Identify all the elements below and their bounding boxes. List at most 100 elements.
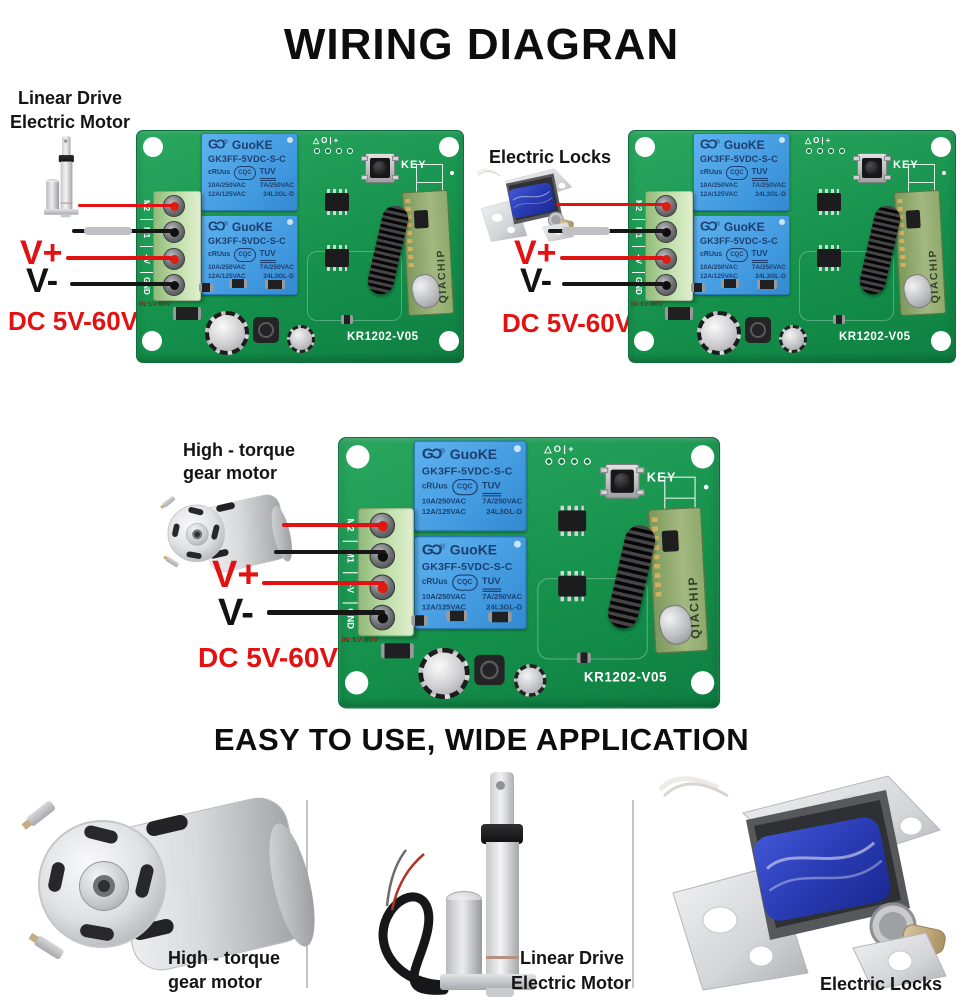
wire-sleeve (84, 227, 132, 235)
mounting-hole (634, 331, 654, 351)
lock-graphic (476, 168, 575, 242)
smd-part (199, 283, 213, 292)
mounting-hole (931, 331, 951, 351)
key-label: KEY (401, 159, 427, 171)
linear-actuator-image (8, 132, 116, 218)
soic8-chip (325, 245, 349, 271)
electric-lock-image (476, 166, 576, 243)
gold-pads (405, 198, 414, 272)
relay-model: GK3FF-5VDC-S-C (208, 153, 286, 164)
motor-hub (79, 861, 129, 911)
smd-part (411, 615, 428, 626)
wire-vplus (66, 256, 172, 260)
silkscreen-trace (537, 577, 648, 660)
motor-terminal-tab (165, 556, 180, 568)
wire-motor-red (282, 523, 386, 527)
mounting-hole (635, 137, 655, 157)
mounting-hole (690, 445, 715, 469)
relay-indicator-dot (513, 445, 521, 453)
unit2-vminus-label: V- (520, 262, 553, 300)
mounting-hole (690, 671, 715, 695)
terminal-screw-gnd (369, 604, 396, 631)
silkscreen-trace (799, 251, 894, 321)
input-voltage-silkscreen: IN:5V-60V (631, 301, 663, 308)
input-voltage-silkscreen: IN:5V-60V (139, 301, 171, 308)
mounting-hole (143, 137, 163, 157)
smd-part (488, 611, 512, 623)
unit2-device-label-line1: Electric Locks (488, 147, 612, 167)
soic8-chip (817, 189, 841, 215)
soic8-chip (558, 570, 587, 602)
antenna-coil (605, 522, 659, 632)
mounting-hole (346, 445, 370, 469)
unit3-device-label-line2: gear motor (183, 463, 278, 483)
wire-vminus (267, 610, 385, 615)
motor-shaft (98, 880, 110, 892)
linear-actuator-photo (340, 760, 640, 998)
small-capacitor (779, 325, 807, 353)
electrolytic-capacitor (418, 647, 470, 700)
unit1-device-label-line2: Electric Motor (9, 112, 131, 132)
terminal-screw-m1 (369, 543, 396, 569)
key-label: KEY (893, 159, 919, 171)
unit1-vplus-label: V+ (20, 234, 63, 272)
unit1-supply-label: DC 5V-60V (8, 306, 139, 336)
wire-vplus (560, 256, 664, 260)
actuator-motor (446, 900, 482, 982)
mounting-hole (142, 331, 162, 351)
actuator-cable (378, 849, 465, 995)
actuator-body (486, 842, 519, 974)
smd-part (446, 610, 468, 622)
unit1-device-label-line1: Linear Drive (17, 88, 123, 108)
relay-model: GK3FF-5VDC-S-C (421, 464, 513, 477)
terminal-screw-m2 (655, 195, 677, 217)
mounting-hole (931, 137, 951, 157)
relay-indicator-dot (287, 137, 293, 143)
unit3-vminus-label: V- (218, 592, 254, 634)
wire-vplus (262, 581, 385, 585)
smd-part (265, 280, 285, 289)
led-pads (806, 148, 845, 154)
wire-vminus (70, 282, 172, 286)
smd-part (721, 279, 739, 288)
actuator-rod-hole (496, 781, 505, 790)
silkscreen-dot (942, 171, 946, 175)
unit2-vplus-label: V+ (514, 234, 557, 272)
led-pads (314, 148, 353, 154)
soic8-chip (558, 505, 587, 537)
electrolytic-capacitor (205, 311, 249, 355)
lock-graphic (658, 775, 947, 991)
inductor (745, 317, 771, 343)
actuator-motor (46, 182, 60, 212)
relay-model: GK3FF-5VDC-S-C (208, 235, 286, 246)
relay-model: GK3FF-5VDC-S-C (700, 235, 778, 246)
inductor (474, 654, 505, 686)
page-title: WIRING DIAGRAN (283, 20, 680, 69)
motor-face (167, 504, 226, 563)
actuator-ring (60, 202, 73, 204)
smd-diode (173, 307, 201, 320)
relay-brand-row: GϽ®GuoKE (421, 444, 498, 463)
wire-sleeve (562, 227, 610, 235)
unit1-vminus-label: V- (26, 262, 59, 300)
motor-terminal-tab (162, 495, 176, 508)
led-silkscreen-marks: △O|+ (313, 136, 341, 145)
actuator-ring (486, 956, 519, 959)
motor-shaft (194, 531, 200, 537)
relay-model: GK3FF-5VDC-S-C (421, 560, 513, 572)
actuator-collar (481, 824, 523, 844)
caption-actuator-line2: Electric Motor (510, 973, 632, 993)
